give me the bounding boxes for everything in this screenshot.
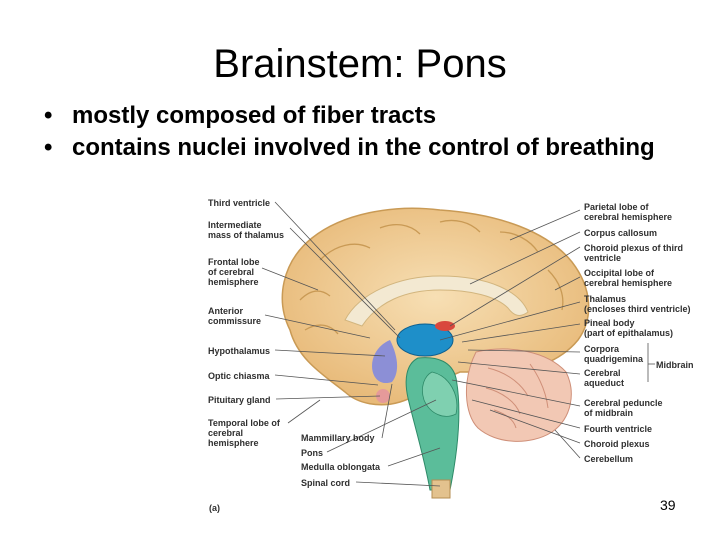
label-midbrain: Midbrain bbox=[656, 360, 694, 370]
label-thalamus: Thalamus bbox=[584, 294, 627, 304]
label-corpora-quadrigemina: Corpora bbox=[584, 344, 620, 354]
label-frontal-lobe: of cerebral bbox=[208, 267, 255, 277]
label-optic-chiasma: Optic chiasma bbox=[208, 371, 270, 381]
label-thalamus: (encloses third ventricle) bbox=[584, 304, 691, 314]
label-intermediate-mass: mass of thalamus bbox=[208, 230, 285, 240]
label-parietal-lobe: Parietal lobe of bbox=[584, 202, 649, 212]
label-choroid-plexus-third: ventricle bbox=[584, 253, 622, 263]
label-cerebral-peduncle: Cerebral peduncle bbox=[584, 398, 663, 408]
pons-shape bbox=[422, 371, 458, 417]
choroid-plexus-shape bbox=[435, 321, 455, 331]
bullet-text: mostly composed of fiber tracts bbox=[72, 102, 437, 129]
label-corpora-quadrigemina: quadrigemina bbox=[584, 354, 644, 364]
label-temporal-lobe: Temporal lobe of bbox=[208, 418, 280, 428]
label-panel-a: (a) bbox=[209, 503, 220, 513]
label-fourth-ventricle: Fourth ventricle bbox=[584, 424, 653, 434]
brain-sagittal-illustration bbox=[261, 201, 655, 499]
label-parietal-lobe: cerebral hemisphere bbox=[584, 212, 673, 222]
label-occipital-lobe: Occipital lobe of bbox=[584, 268, 655, 278]
label-hypothalamus: Hypothalamus bbox=[208, 346, 271, 356]
pituitary-shape bbox=[376, 389, 390, 403]
cerebellum-folia bbox=[485, 363, 549, 429]
label-spinal-cord: Spinal cord bbox=[301, 478, 351, 488]
label-temporal-lobe: cerebral bbox=[208, 428, 244, 438]
label-pons: Pons bbox=[301, 448, 324, 458]
label-frontal-lobe: Frontal lobe bbox=[208, 257, 260, 267]
bullet-list: • mostly composed of fiber tracts • contai… bbox=[44, 100, 684, 164]
cerebellum-shape bbox=[466, 348, 572, 442]
bullet-dot: • bbox=[44, 102, 53, 129]
spinal-cord-shape bbox=[431, 479, 451, 499]
bullet-text: contains nuclei involved in the control … bbox=[72, 134, 655, 161]
label-third-ventricle: Third ventricle bbox=[208, 198, 271, 208]
label-anterior-commissure: Anterior bbox=[208, 306, 244, 316]
page-number: 39 bbox=[660, 497, 676, 513]
label-cerebellum: Cerebellum bbox=[584, 454, 634, 464]
slide-title: Brainstem: Pons bbox=[213, 42, 507, 86]
hypothalamus-shape bbox=[372, 340, 398, 384]
bullet-item: • mostly composed of fiber tracts bbox=[44, 100, 684, 132]
thalamus-shape bbox=[396, 323, 454, 357]
label-anterior-commissure: commissure bbox=[208, 316, 262, 326]
label-cerebral-aqueduct: Cerebral bbox=[584, 368, 621, 378]
bullet-item: • contains nuclei involved in the control… bbox=[44, 132, 684, 164]
label-cerebral-peduncle: of midbrain bbox=[584, 408, 633, 418]
label-choroid-plexus: Choroid plexus bbox=[584, 439, 650, 449]
corpus-callosum-shape bbox=[344, 275, 529, 327]
label-occipital-lobe: cerebral hemisphere bbox=[584, 278, 673, 288]
label-medulla-oblongata: Medulla oblongata bbox=[301, 462, 381, 472]
label-choroid-plexus-third: Choroid plexus of third bbox=[584, 243, 683, 253]
label-temporal-lobe: hemisphere bbox=[208, 438, 259, 448]
label-pineal-body: (part of epithalamus) bbox=[584, 328, 674, 338]
label-corpus-callosum: Corpus callosum bbox=[584, 228, 658, 238]
label-pineal-body: Pineal body bbox=[584, 318, 635, 328]
gyri-lines bbox=[299, 219, 564, 335]
leader-lines bbox=[261, 201, 655, 487]
bullet-dot: • bbox=[44, 134, 53, 161]
label-cerebral-aqueduct: aqueduct bbox=[584, 378, 625, 388]
label-intermediate-mass: Intermediate bbox=[208, 220, 262, 230]
label-mammillary-body: Mammillary body bbox=[301, 433, 375, 443]
label-frontal-lobe: hemisphere bbox=[208, 277, 259, 287]
label-pituitary-gland: Pituitary gland bbox=[208, 395, 271, 405]
